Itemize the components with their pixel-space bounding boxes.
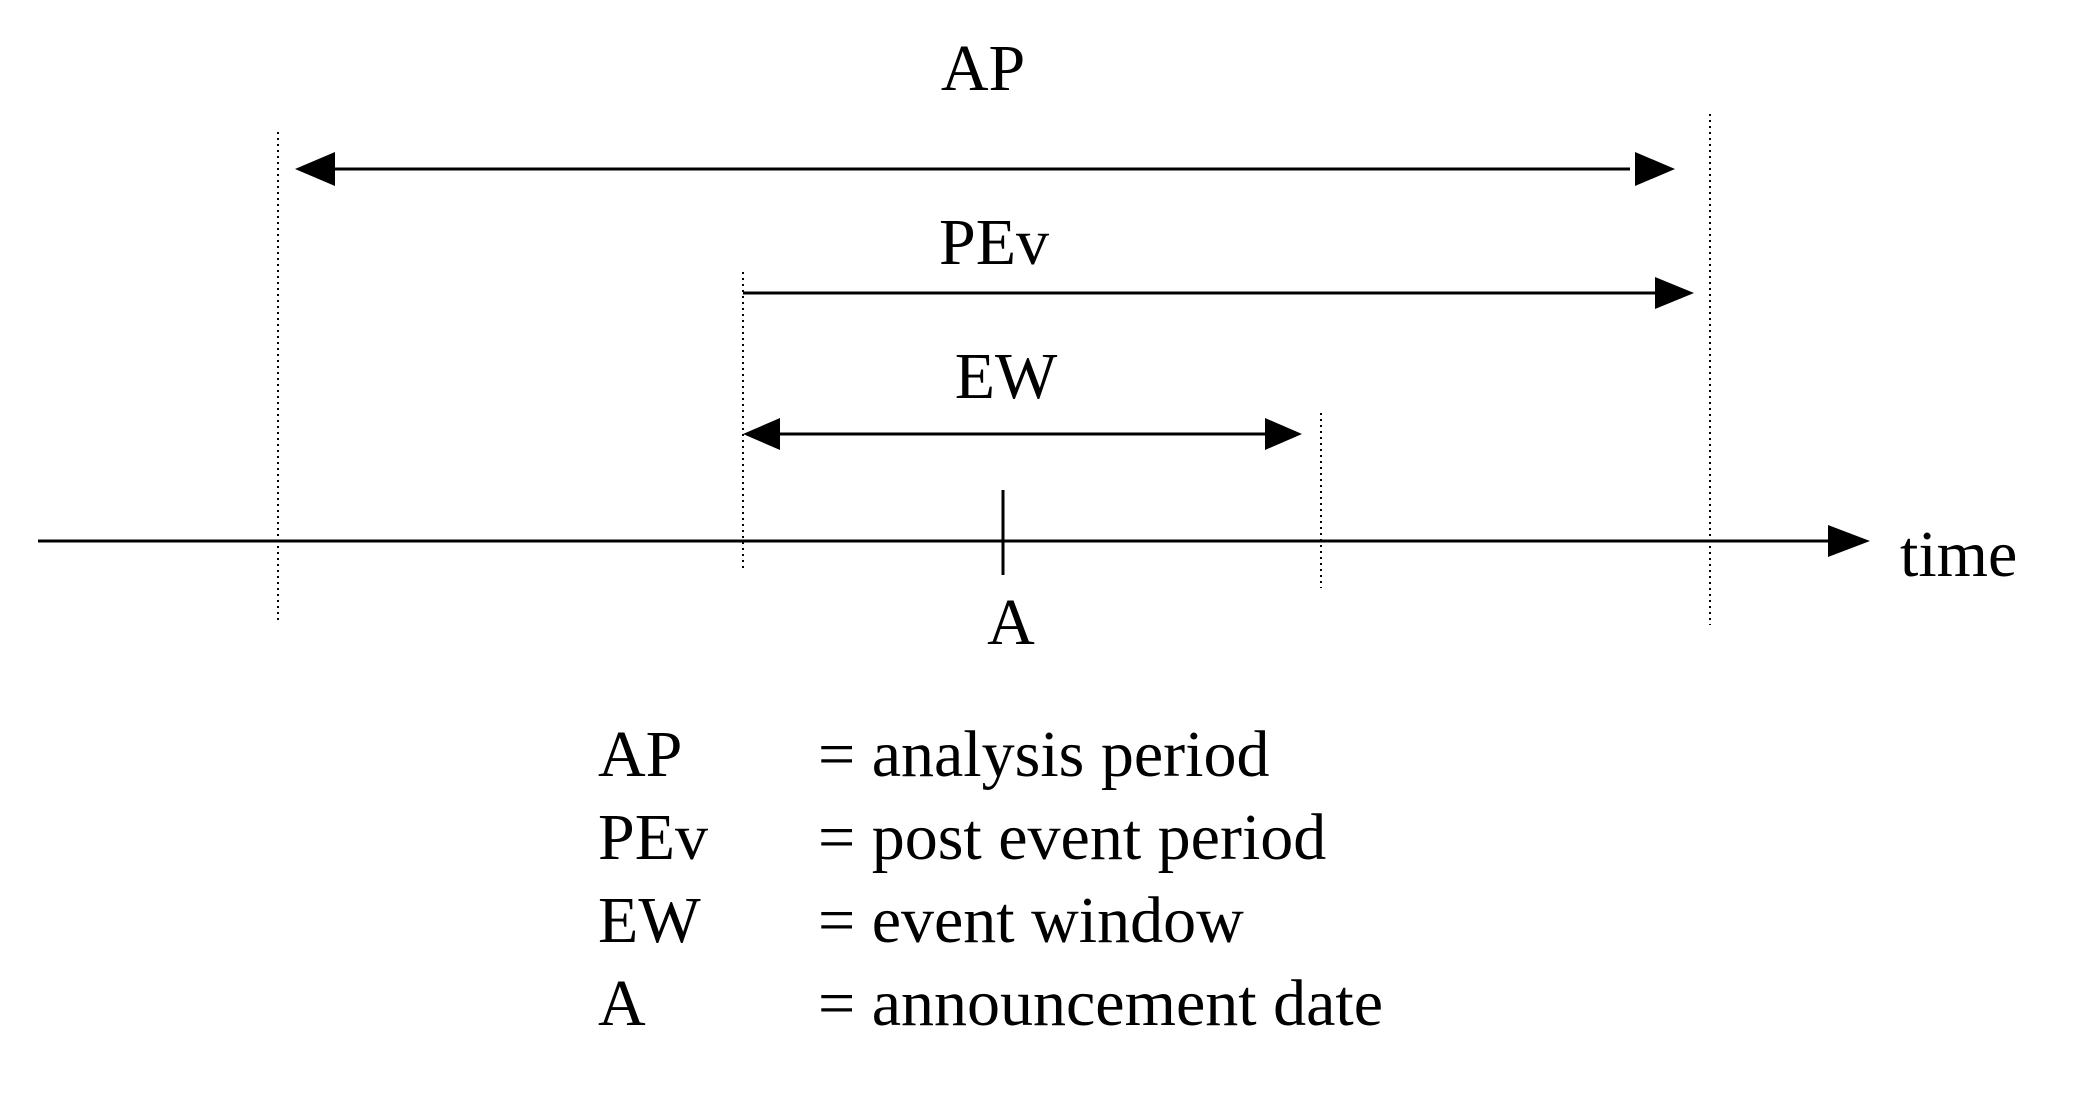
legend-abbr: PEv — [598, 801, 708, 874]
boundary-guides — [277, 114, 1711, 625]
legend-abbr: AP — [598, 718, 682, 791]
span-ew-right-arrowhead-icon — [1265, 418, 1302, 450]
legend-abbr: EW — [598, 884, 701, 957]
span-ew: EW — [743, 340, 1302, 450]
legend-row: AP = analysis period — [598, 718, 1269, 791]
span-ew-label: EW — [955, 340, 1058, 413]
span-ap-left-arrowhead-icon — [295, 152, 335, 186]
span-ap: AP — [295, 32, 1675, 186]
legend-row: A = announcement date — [598, 967, 1383, 1040]
span-pev-label: PEv — [939, 206, 1049, 279]
time-axis-label: time — [1900, 518, 2017, 591]
event-marker: A — [987, 490, 1035, 659]
span-ap-right-arrowhead-icon — [1635, 152, 1675, 186]
span-pev-arrowhead-icon — [1655, 277, 1694, 309]
time-axis-arrowhead-icon — [1828, 525, 1870, 557]
legend-row: EW = event window — [598, 884, 1244, 957]
legend-row: PEv = post event period — [598, 801, 1326, 874]
legend-abbr: A — [598, 967, 646, 1040]
legend-definition: = analysis period — [818, 718, 1269, 791]
span-ap-label: AP — [941, 32, 1025, 105]
event-marker-label: A — [987, 586, 1035, 659]
legend-definition: = event window — [818, 884, 1244, 957]
span-ew-left-arrowhead-icon — [743, 418, 780, 450]
span-pev: PEv — [743, 206, 1694, 309]
legend-definition: = announcement date — [818, 967, 1383, 1040]
legend: AP = analysis period PEv = post event pe… — [598, 718, 1383, 1040]
legend-definition: = post event period — [818, 801, 1326, 874]
time-axis: time — [38, 518, 2017, 591]
